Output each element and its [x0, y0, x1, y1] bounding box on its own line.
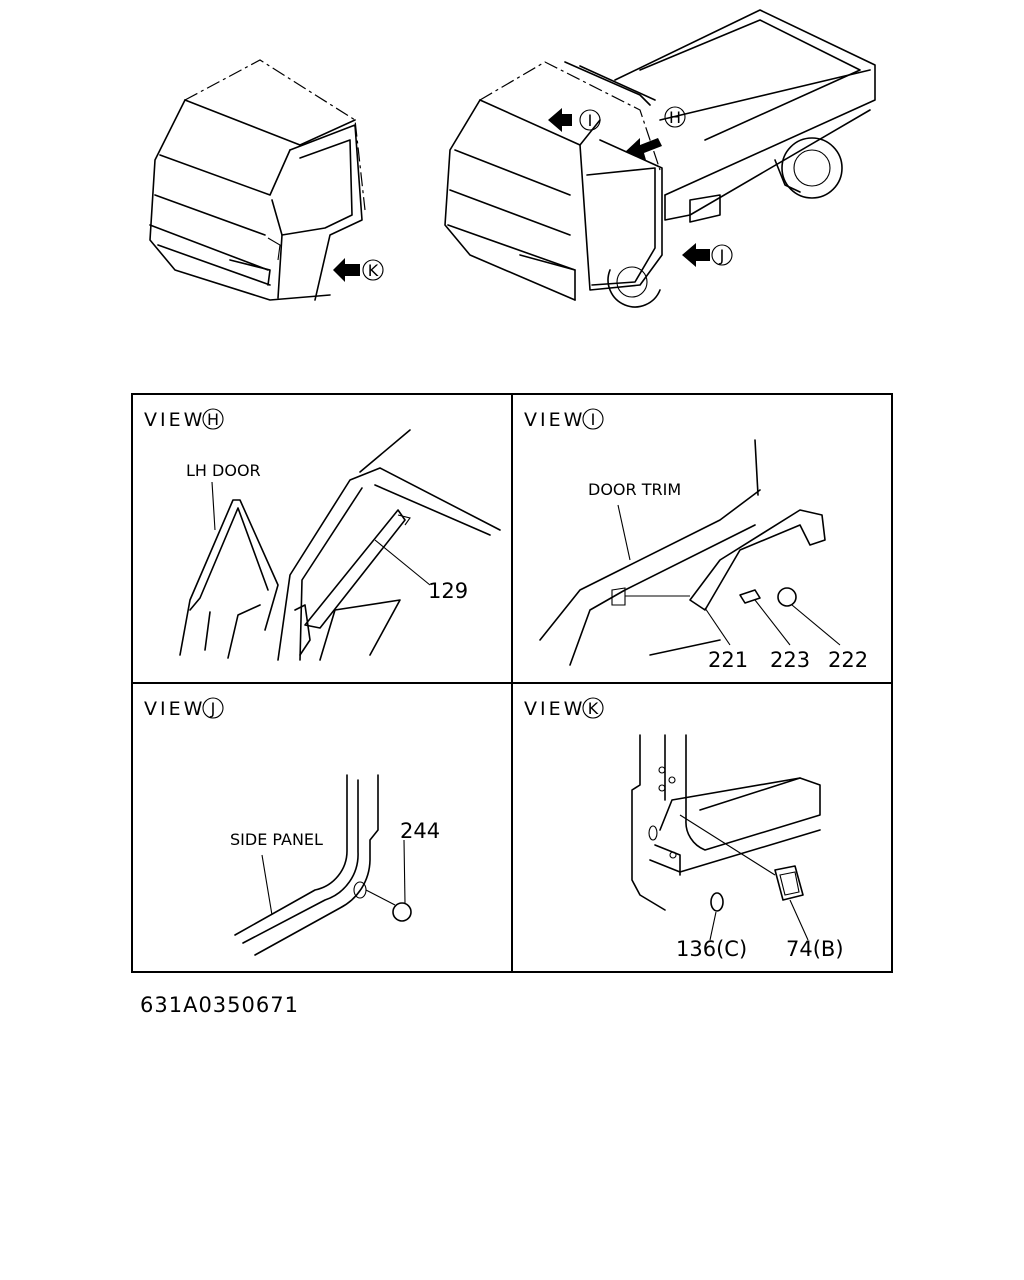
part-222: 222 [828, 648, 868, 672]
view-i-letter: I [591, 410, 596, 429]
part-136c: 136(C) [676, 937, 747, 961]
view-k-letter: K [588, 699, 599, 718]
part-221: 221 [708, 648, 748, 672]
part-74b: 74(B) [786, 937, 844, 961]
view-j-title: VIEW [144, 698, 205, 720]
part-223: 223 [770, 648, 810, 672]
view-i-title: VIEW [524, 409, 585, 431]
part-129: 129 [428, 579, 468, 603]
view-h-panel: VIEW H LH DOOR 129 [144, 408, 501, 661]
marker-h: H [669, 108, 681, 127]
marker-k: K [368, 261, 379, 280]
lh-door-label: LH DOOR [186, 461, 261, 480]
view-j-panel: VIEW J SIDE PANEL 244 [144, 697, 440, 956]
part-244: 244 [400, 819, 440, 843]
drawing-code: 631A0350671 [140, 993, 299, 1017]
marker-i: I [588, 111, 593, 130]
truck-illustration [444, 9, 876, 308]
side-panel-label: SIDE PANEL [230, 830, 323, 849]
arrow-k: K [333, 258, 384, 282]
cab-illustration [149, 59, 366, 301]
door-trim-label: DOOR TRIM [588, 480, 681, 499]
view-grid [131, 393, 893, 973]
view-j-letter: J [210, 699, 216, 718]
view-h-letter: H [207, 410, 219, 429]
view-i-panel: VIEW I DOOR TRIM 221 223 222 [524, 408, 868, 672]
view-k-panel: VIEW K 136(C) 74(B) [524, 697, 844, 961]
arrow-j: J [682, 243, 733, 267]
arrow-i: I [548, 108, 601, 132]
view-h-title: VIEW [144, 409, 205, 431]
marker-j: J [719, 246, 725, 265]
view-k-title: VIEW [524, 698, 585, 720]
arrow-h: H [625, 106, 686, 160]
